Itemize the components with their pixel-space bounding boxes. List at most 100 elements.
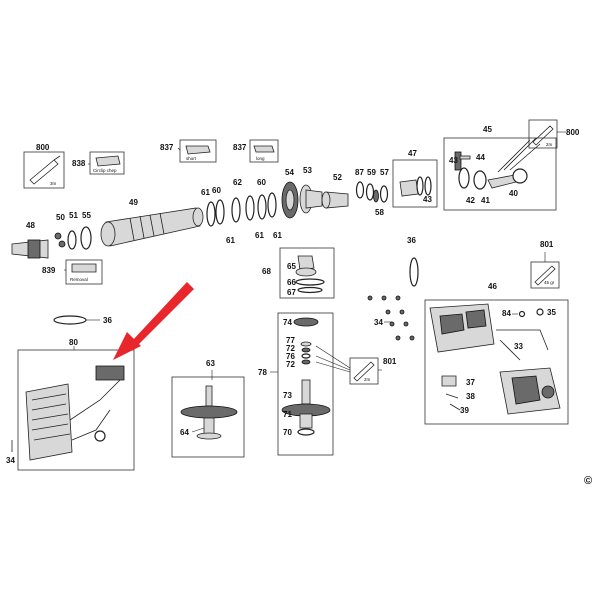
callout-801a: 801 [540,240,554,249]
callout-839: 839 [42,266,56,275]
callout-77: 77 [286,336,295,345]
grease-tube-icon-c [534,265,556,286]
grease-tube-icon [29,155,61,185]
callout-800a: 800 [36,143,50,152]
callout-62: 62 [233,178,242,187]
callout-87: 87 [355,168,364,177]
callout-70: 70 [283,428,292,437]
box-68 [279,247,335,299]
long-label: long [256,156,265,161]
box-800-grease [23,151,65,189]
callout-63: 63 [206,359,215,368]
callout-52: 52 [333,173,342,182]
part-36-oring-vertical [409,257,419,287]
grease-unit-label-c: 45 gr [544,280,555,285]
callout-65: 65 [287,262,296,271]
callout-38: 38 [466,392,475,401]
part-80-motor [25,365,125,461]
part-50-ball-b [58,240,66,248]
callout-41: 41 [481,196,490,205]
callout-76: 76 [286,352,295,361]
callout-801b: 801 [383,357,397,366]
callout-71: 71 [283,410,292,419]
part-38-pin [445,393,459,399]
part-35-washer [536,308,544,316]
callout-53: 53 [303,166,312,175]
callout-72a: 72 [286,344,295,353]
callout-58: 58 [375,208,384,217]
box-46 [424,299,569,425]
callout-60b: 60 [257,178,266,187]
callout-837b: 837 [233,143,247,152]
part-78-spindle [281,317,331,436]
callout-44: 44 [476,153,485,162]
callout-45: 45 [483,125,492,134]
callout-35: 35 [547,308,556,317]
part-87-ring [355,181,365,199]
callout-80: 80 [69,338,78,347]
callout-36a: 36 [407,236,416,245]
part-54-gear [281,181,299,219]
part-74 [293,317,319,327]
callout-34b: 34 [6,456,15,465]
leader-837a [177,147,181,151]
callout-36b: 36 [103,316,112,325]
callout-61c: 61 [255,231,264,240]
part-62-ring [231,197,241,223]
callout-59: 59 [367,168,376,177]
part-37-bracket [441,375,457,387]
callout-37: 37 [466,378,475,387]
removal-tool-icon [71,263,97,273]
callout-39: 39 [460,406,469,415]
callout-61a: 61 [201,188,210,197]
part-60-ring-b [245,195,255,221]
callout-838: 838 [72,159,86,168]
grease-unit-label-b: 2m [546,142,553,147]
callout-74: 74 [283,318,292,327]
box-78 [277,312,334,456]
callout-61b: 61 [226,236,235,245]
short-label: short [186,156,197,161]
callout-43b: 43 [449,156,458,165]
part-47-striker [399,176,432,197]
part-39-pin [449,403,461,411]
part-53-gear [299,184,323,214]
red-arrow-indicator [113,282,194,360]
callout-800b: 800 [566,128,580,137]
part-60-ring-a [215,199,225,225]
part-61-ring-b [257,194,267,220]
callout-72b: 72 [286,360,295,369]
part-36-oring-flat [53,315,87,325]
part-48-nose-cap [11,239,49,259]
callout-43a: 43 [423,195,432,204]
box-837-long [249,139,279,163]
box-800-grease-b [528,119,558,149]
box-837-short [179,139,217,163]
callout-49: 49 [129,198,138,207]
callout-55: 55 [82,211,91,220]
callout-50: 50 [56,213,65,222]
callout-51: 51 [69,211,78,220]
part-68-assembly [295,255,325,294]
circlip-chep-label: Circlip chep [93,168,117,173]
part-84-washer [518,310,526,318]
part-51-ring [67,230,77,250]
callout-73: 73 [283,391,292,400]
part-63-gear-shaft [180,385,238,440]
callout-64: 64 [180,428,189,437]
part-52-piston [321,191,349,209]
part-46-gearbox [429,303,561,415]
part-55-ring [80,226,92,250]
box-45 [443,137,557,211]
callout-84: 84 [502,309,511,318]
grease-tube-icon-b [532,125,554,146]
callout-60a: 60 [212,186,221,195]
part-57-ring [379,185,389,203]
copyright-mark: © [584,475,592,487]
callout-46: 46 [488,282,497,291]
short-tool-icon [185,145,211,155]
grease-tube-icon-d [353,361,375,382]
grease-unit-label: 3m [50,181,57,186]
callout-48: 48 [26,221,35,230]
